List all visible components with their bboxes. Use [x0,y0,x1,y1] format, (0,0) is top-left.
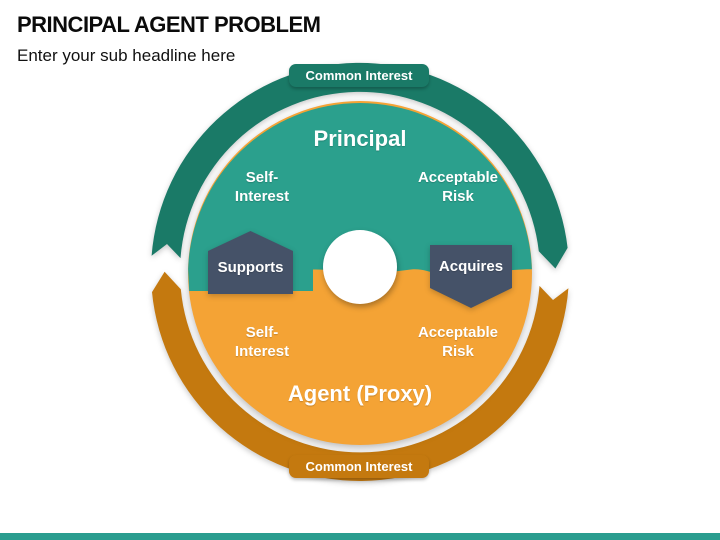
principal-self-interest-line2: Interest [234,188,290,205]
page-title: PRINCIPAL AGENT PROBLEM [17,12,321,37]
agent-acceptable-risk-line1: Acceptable [417,324,499,341]
principal-acceptable-risk-label: Acceptable Risk [398,168,518,206]
acquires-label: Acquires [438,258,504,275]
principal-acceptable-risk-line1: Acceptable [417,169,499,186]
page-subtitle: Enter your sub headline here [17,46,236,65]
orange-cycle-arrow [152,271,569,481]
common-interest-badge-bottom: Common Interest [289,455,429,478]
center-hub-circle [323,230,397,304]
supports-pentagon [208,231,293,294]
agent-acceptable-risk-label: Acceptable Risk [398,323,518,361]
teal-cycle-arrow [151,62,568,269]
agent-self-interest-label: Self- Interest [202,323,322,361]
supports-label: Supports [217,259,284,276]
principal-acceptable-risk-line2: Risk [442,188,474,205]
acquires-pentagon [430,245,512,308]
principal-self-interest-label: Self- Interest [202,168,322,206]
agent-proxy-label: Agent (Proxy) [287,381,433,406]
agent-self-interest-line1: Self- [245,324,279,341]
principal-label: Principal [313,126,407,151]
agent-self-interest-line2: Interest [234,343,290,360]
principal-self-interest-line1: Self- [245,169,279,186]
footer-accent-bar [0,533,720,540]
common-interest-badge-top: Common Interest [289,64,429,87]
agent-acceptable-risk-line2: Risk [442,343,474,360]
